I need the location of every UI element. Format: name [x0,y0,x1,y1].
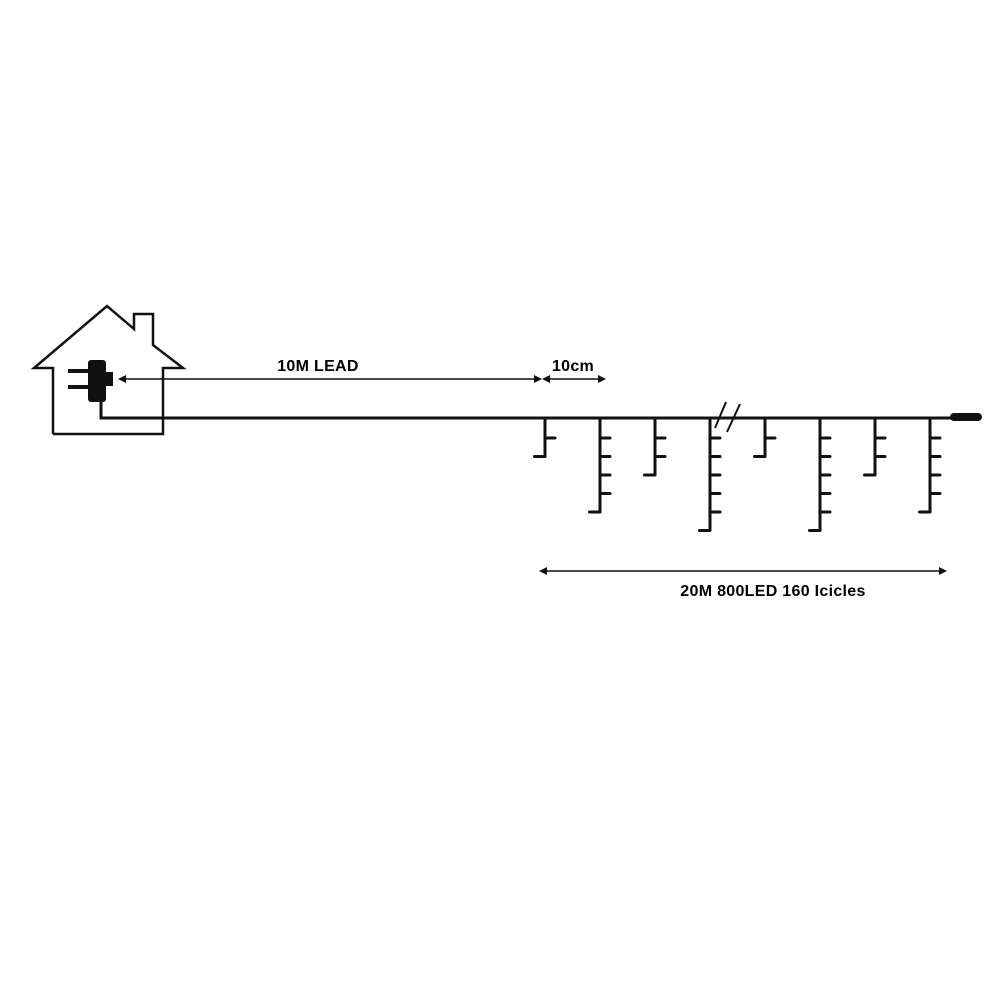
icicles [533,418,942,532]
led [819,436,832,440]
led [709,455,722,458]
led [599,436,612,440]
led [599,492,612,495]
icicle-strand [698,418,722,532]
icicle-strand [808,418,832,532]
led [698,529,712,532]
icicle-strand [863,418,887,477]
led [819,510,832,514]
led [599,455,612,458]
house-icon [30,304,187,436]
led [544,436,557,440]
led [709,510,722,514]
led [753,455,767,458]
plug-icon [68,360,540,420]
led [643,473,657,477]
icicle-strand [918,418,942,514]
led [929,455,942,458]
led [874,455,887,458]
led [929,492,942,495]
led [599,473,612,477]
lead-dimension [118,375,542,383]
break-mark-icon [714,401,741,433]
led [808,529,822,532]
led [929,436,942,440]
spacing-label: 10cm [552,358,594,375]
led [709,436,722,440]
led [929,473,942,477]
led [764,436,777,440]
icicle-strand [533,418,557,458]
led [654,436,667,440]
icicle-strand [753,418,777,458]
spacing-dimension [542,375,606,383]
led [874,436,887,440]
end-cap-icon [950,413,982,421]
led [918,510,932,514]
led [819,473,832,477]
led [654,455,667,458]
led [709,473,722,477]
led [819,492,832,495]
led [588,510,602,514]
lead-label: 10M LEAD [277,358,359,375]
icicle-strand [643,418,667,477]
icicle-strand [588,418,612,514]
led [709,492,722,495]
led [819,455,832,458]
led [863,473,877,477]
led [533,455,547,458]
length-dimension [539,567,947,575]
length-label: 20M 800LED 160 Icicles [680,583,865,600]
